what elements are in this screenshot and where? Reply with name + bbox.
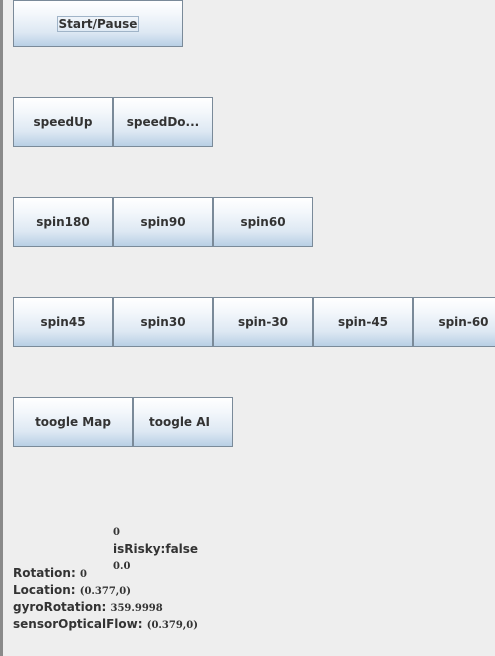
- sensor-optical-flow-label: sensorOpticalFlow:: [13, 617, 143, 631]
- spin-neg45-button[interactable]: spin-45: [313, 297, 413, 347]
- speed-down-button[interactable]: speedDo...: [113, 97, 213, 147]
- window-left-border: [0, 0, 3, 656]
- status-value-bottom: 0.0: [113, 561, 131, 572]
- gyro-rotation-status: gyroRotation: 359.9998: [13, 600, 163, 616]
- sensor-optical-flow-value: (0.379,0): [146, 620, 198, 631]
- toggle-ai-button[interactable]: toogle AI: [133, 397, 233, 447]
- spin60-button[interactable]: spin60: [213, 197, 313, 247]
- start-pause-button[interactable]: Start/Pause: [13, 0, 183, 47]
- spin-neg45-label: spin-45: [337, 315, 389, 329]
- location-status: Location: (0.377,0): [13, 583, 131, 599]
- sensor-optical-flow-status: sensorOpticalFlow: (0.379,0): [13, 617, 198, 633]
- spin90-label: spin90: [140, 215, 186, 229]
- spin180-label: spin180: [36, 215, 90, 229]
- gyro-rotation-label: gyroRotation:: [13, 600, 107, 614]
- start-pause-label: Start/Pause: [56, 15, 140, 32]
- rotation-value: 0: [79, 569, 87, 580]
- is-risky-status: isRisky:false: [113, 542, 198, 556]
- spin-neg60-label: spin-60: [438, 315, 489, 329]
- toggle-map-button[interactable]: toogle Map: [13, 397, 133, 447]
- spin45-label: spin45: [40, 315, 86, 329]
- rotation-label: Rotation:: [13, 566, 76, 580]
- toggle-map-label: toogle Map: [35, 415, 111, 429]
- location-value: (0.377,0): [79, 586, 131, 597]
- spin-neg30-button[interactable]: spin-30: [213, 297, 313, 347]
- rotation-status: Rotation: 0: [13, 566, 87, 582]
- speed-up-button[interactable]: speedUp: [13, 97, 113, 147]
- speed-down-label: speedDo...: [126, 115, 200, 129]
- is-risky-label: isRisky:: [113, 542, 166, 556]
- spin30-label: spin30: [140, 315, 186, 329]
- spin60-label: spin60: [240, 215, 286, 229]
- spin180-button[interactable]: spin180: [13, 197, 113, 247]
- spin45-button[interactable]: spin45: [13, 297, 113, 347]
- spin90-button[interactable]: spin90: [113, 197, 213, 247]
- speed-up-label: speedUp: [33, 115, 93, 129]
- spin-neg30-label: spin-30: [237, 315, 289, 329]
- toggle-ai-label: toogle AI: [149, 415, 210, 429]
- is-risky-value: false: [165, 542, 199, 556]
- status-value-top: 0: [113, 527, 120, 538]
- location-label: Location:: [13, 583, 76, 597]
- spin-neg60-button[interactable]: spin-60: [413, 297, 495, 347]
- spin30-button[interactable]: spin30: [113, 297, 213, 347]
- gyro-rotation-value: 359.9998: [110, 603, 163, 614]
